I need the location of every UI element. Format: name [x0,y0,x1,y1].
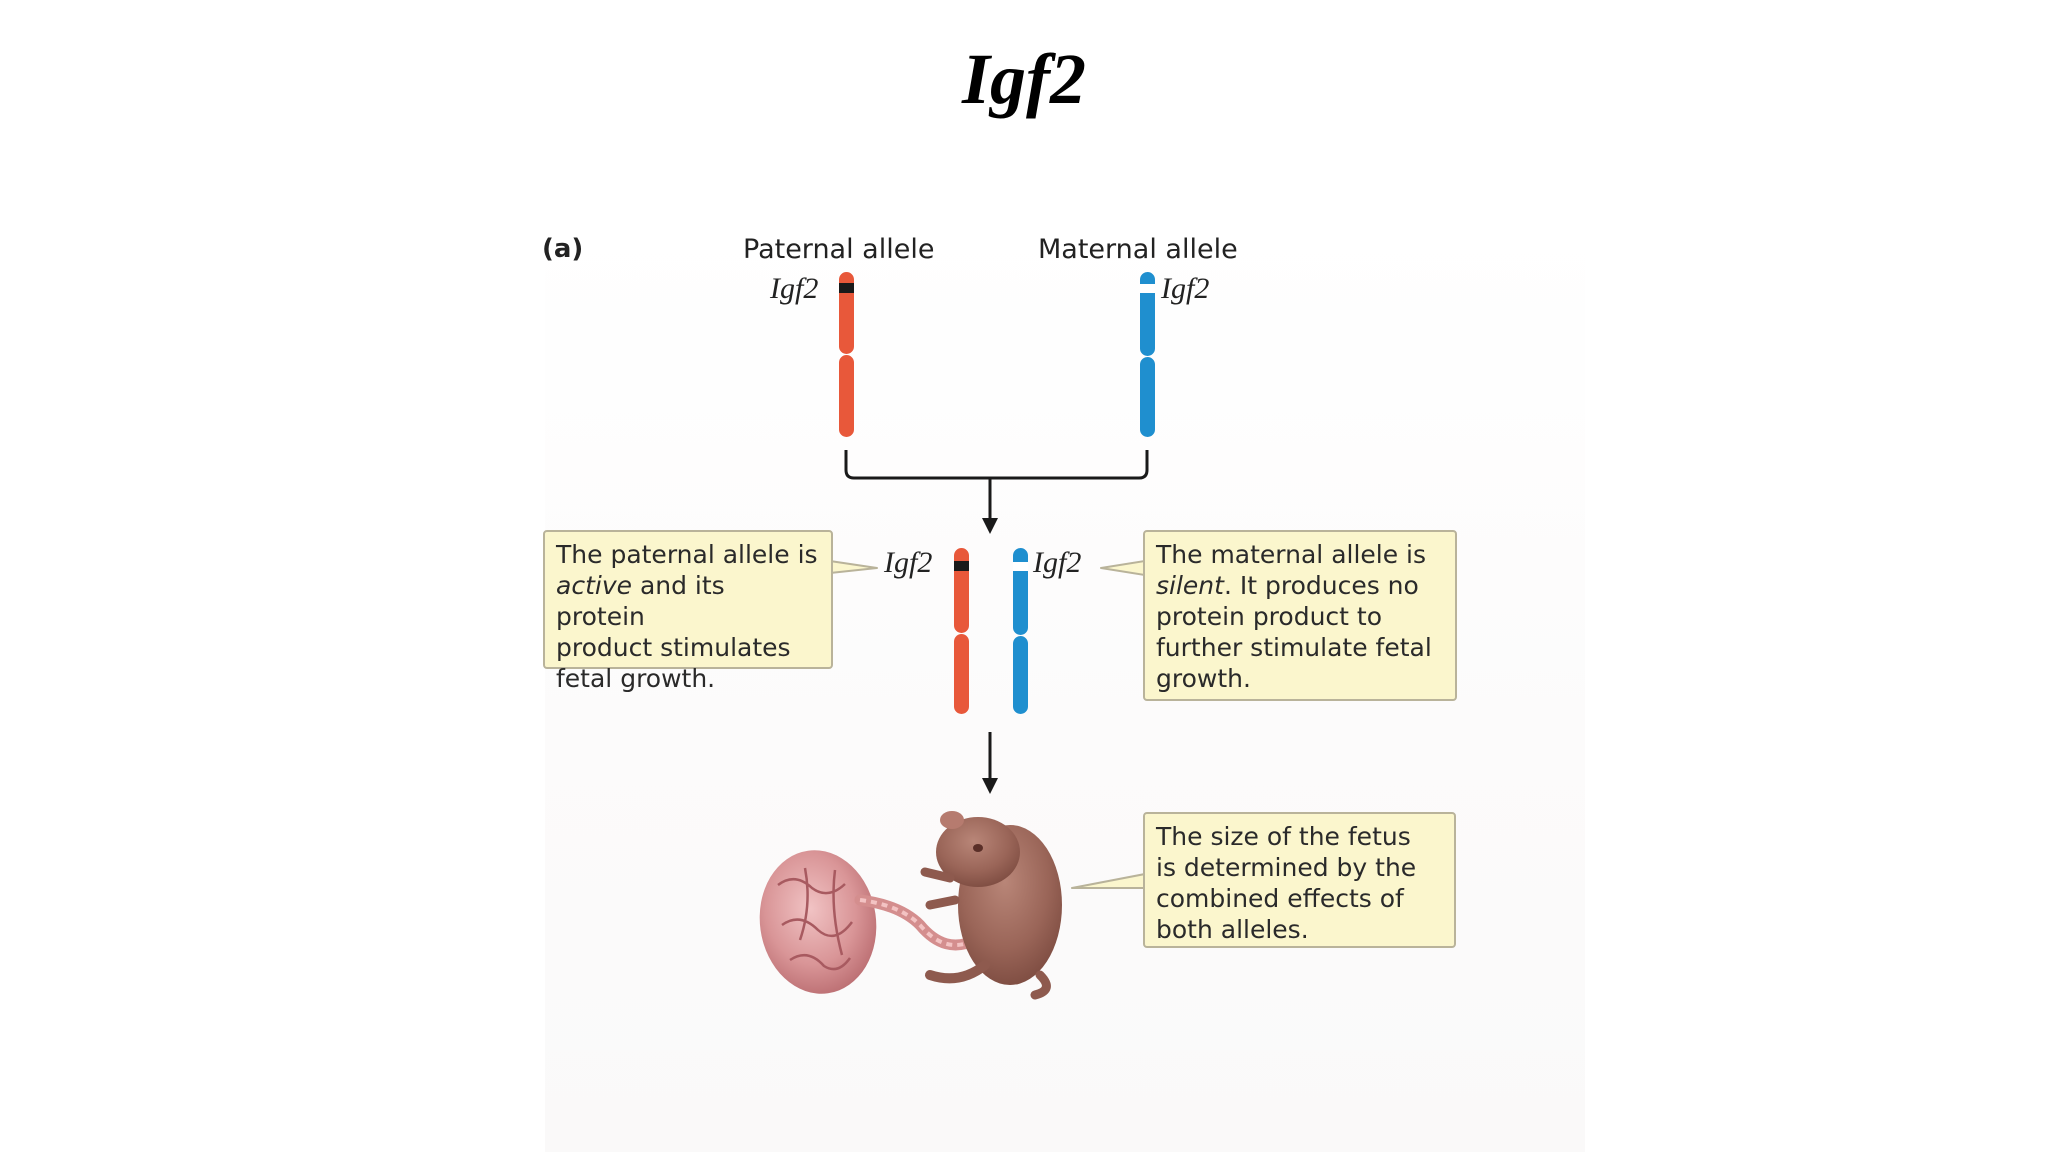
maternal-chromosome-top [1140,272,1155,437]
callout-pointer-paternal [829,560,878,574]
merge-bracket [844,450,1149,522]
callout-line: The maternal allele is [1156,540,1427,569]
mouse-fetus-illustration [920,811,1062,1000]
silent-igf2-band [1013,562,1028,571]
maternal-chromosome-mid [1013,548,1028,714]
callout-paternal-active: The paternal allele is active and its pr… [543,530,833,693]
umbilical-cord-illustration [854,894,981,951]
callout-pointer-maternal [1100,560,1146,576]
gene-label-paternal-top: Igf2 [770,272,819,305]
paternal-chromosome-top [839,272,854,437]
slide-title: Igf2 [962,39,1086,119]
gene-label-maternal-top: Igf2 [1161,272,1210,305]
callout-line: is determined by the [1156,853,1417,882]
panel-label: (a) [542,234,584,264]
callout-line: combined effects of [1156,884,1404,913]
callout-emphasis-active: active [556,571,632,600]
callout-line-rest: . It produces no [1223,571,1419,600]
callout-line: protein product to [1156,602,1383,631]
placenta-illustration [759,850,877,994]
callout-line: The size of the fetus [1156,822,1411,851]
arrow-down-icon [982,778,998,794]
gene-label-paternal-mid: Igf2 [884,546,933,579]
active-igf2-band [954,561,969,571]
callout-line: fetal growth. [556,664,716,693]
callout-maternal-silent: The maternal allele is silent. It produc… [1143,530,1457,701]
callout-fetus-size: The size of the fetus is determined by t… [1143,812,1456,948]
callout-line: active and its protein [556,570,820,632]
paternal-chromosome-mid [954,548,969,714]
arrow-down-icon [982,518,998,534]
callout-line: The paternal allele is [556,540,818,569]
callout-pointer-fetus [1071,873,1146,889]
maternal-allele-title: Maternal allele [1038,234,1238,265]
callout-line: both alleles. [1156,915,1309,944]
silent-igf2-band [1140,284,1155,293]
gene-label-maternal-mid: Igf2 [1033,546,1082,579]
paternal-allele-title: Paternal allele [743,234,935,265]
callout-emphasis-silent: silent [1156,571,1224,600]
callout-line: growth. [1156,664,1251,693]
callout-line: further stimulate fetal [1156,633,1432,662]
callout-line: product stimulates [556,633,791,662]
active-igf2-band [839,283,854,293]
callout-line-rest: and its protein [556,571,725,631]
callout-line: silent. It produces no [1156,570,1444,601]
